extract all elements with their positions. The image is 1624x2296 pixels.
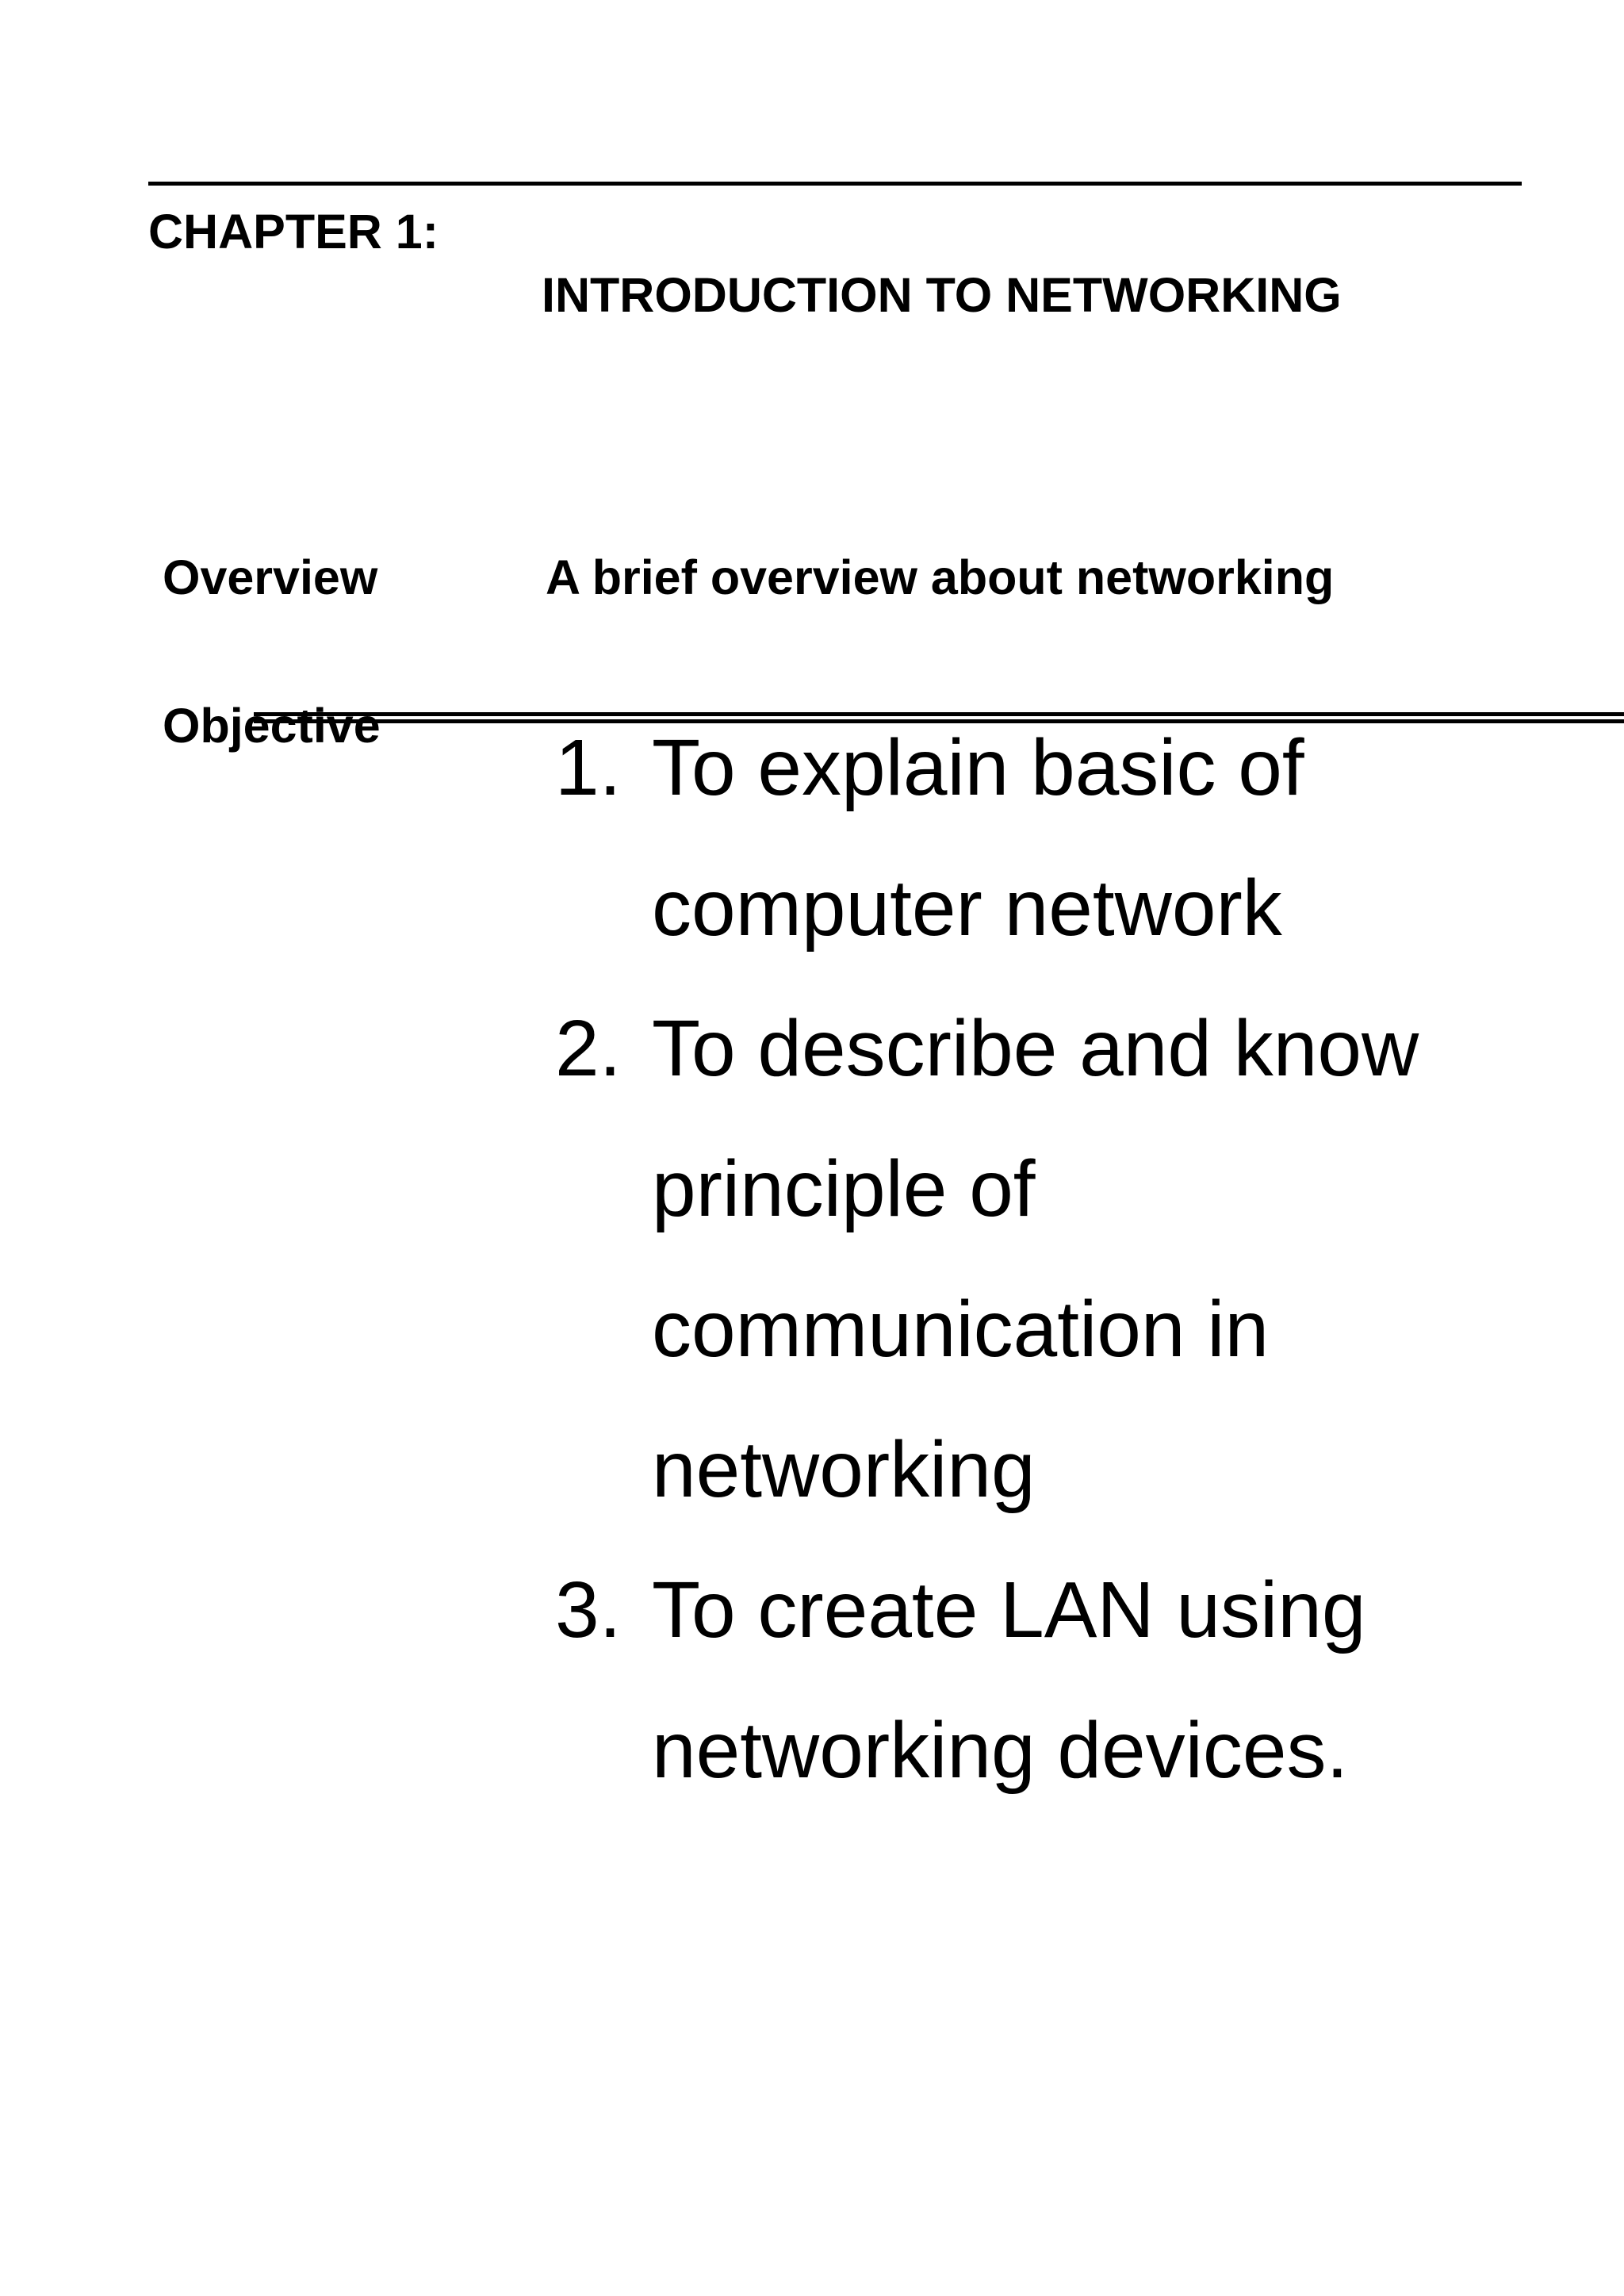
objectives-list: 1. To explain basic of computer network … <box>555 698 1624 1821</box>
overview-text: A brief overview about networking <box>546 550 1335 604</box>
objective-line: networking <box>652 1425 1036 1514</box>
objective-number: 2. <box>555 1004 622 1093</box>
objective-line: To create LAN using <box>652 1566 1366 1654</box>
chapter-title: INTRODUCTION TO NETWORKING <box>542 268 1342 322</box>
objective-double-rule <box>254 712 1624 723</box>
objective-line: To explain basic of <box>652 723 1304 812</box>
objective-item: 1. To explain basic of computer network <box>555 698 1624 979</box>
objective-line: communication in <box>652 1285 1270 1374</box>
objective-line: To describe and know <box>652 1004 1419 1093</box>
top-horizontal-rule <box>148 182 1522 186</box>
objective-number: 1. <box>555 723 622 812</box>
objective-item: 3. To create LAN using networking device… <box>555 1540 1624 1821</box>
objective-line: computer network <box>652 864 1282 953</box>
objective-label: Objective <box>163 699 381 753</box>
chapter-label: CHAPTER 1: <box>148 205 439 259</box>
objective-number: 3. <box>555 1566 622 1654</box>
objective-item: 2. To describe and know principle of com… <box>555 979 1624 1540</box>
overview-label: Overview <box>163 550 378 604</box>
objective-line: networking devices. <box>652 1706 1349 1795</box>
objective-line: principle of <box>652 1144 1036 1233</box>
